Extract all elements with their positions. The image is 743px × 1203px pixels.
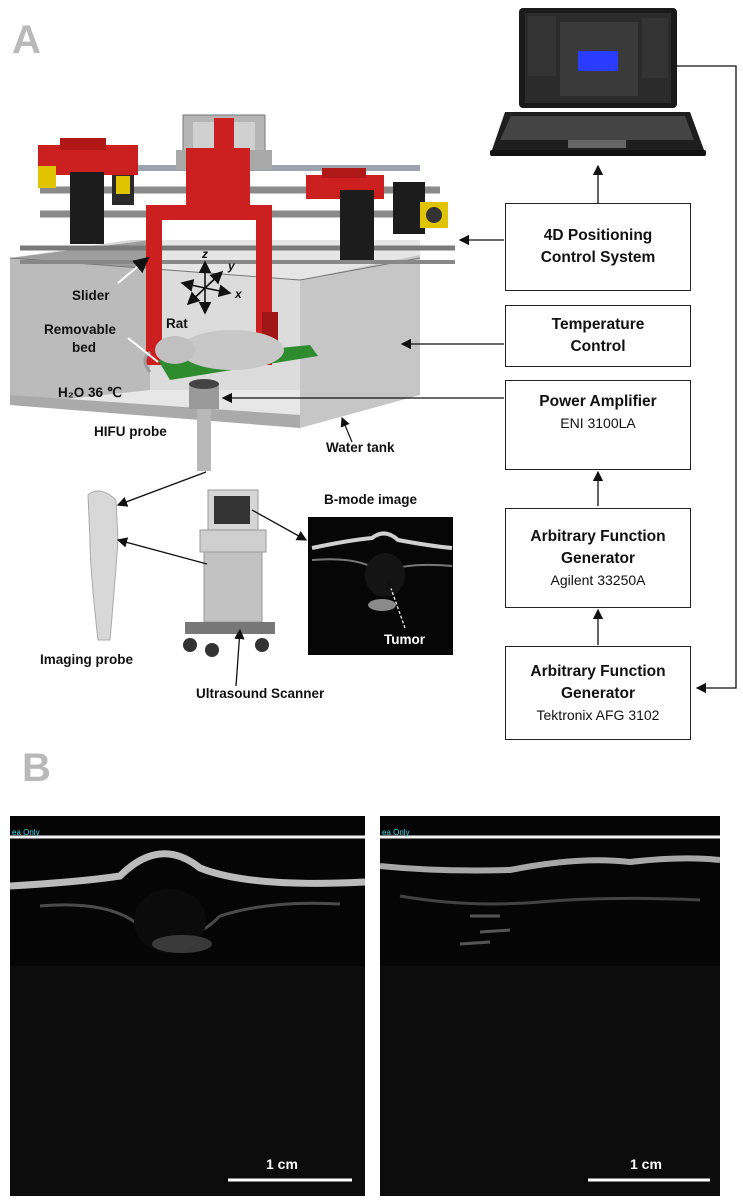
axis-x-label: x [234, 287, 243, 301]
positioning-line2: Control System [540, 249, 656, 266]
afg1-model: Agilent 33250A [550, 572, 646, 588]
laptop-icon [490, 8, 706, 156]
afg2-model: Tektronix AFG 3102 [536, 707, 660, 723]
amplifier-line1: Power Amplifier [539, 393, 657, 410]
ultrasound-scanner-icon [183, 489, 275, 657]
water-tank-label: Water tank [326, 440, 395, 455]
imaging-probe-label: Imaging probe [40, 652, 134, 667]
ultrasound-scanner-label: Ultrasound Scanner [196, 686, 325, 701]
right-corner-text: ea Only [382, 828, 410, 837]
slider-label: Slider [72, 288, 110, 303]
bed-label: bed [72, 340, 97, 355]
ultrasound-image-right: ea Only 1 cm [380, 816, 720, 1196]
right-scale-label: 1 cm [630, 1156, 662, 1172]
left-scale-label: 1 cm [266, 1156, 298, 1172]
rat-label: Rat [166, 316, 188, 331]
afg1-line2: Generator [560, 550, 636, 567]
agilent-afg-box: Arbitrary Function Generator Agilent 332… [505, 508, 691, 608]
afg1-line1: Arbitrary Function [530, 528, 666, 545]
amplifier-model: ENI 3100LA [560, 415, 636, 431]
removable-label: Removable [44, 322, 117, 337]
temperature-line1: Temperature [551, 316, 645, 333]
afg2-line2: Generator [560, 685, 636, 702]
power-amplifier-box: Power Amplifier ENI 3100LA [505, 380, 691, 470]
panel-label-a: A [12, 18, 41, 62]
positioning-line1: 4D Positioning [543, 227, 653, 244]
water-temp-label: H₂O 36 ℃ [58, 385, 122, 400]
axis-z-label: z [201, 247, 208, 261]
left-corner-text: ea Only [12, 828, 40, 837]
afg2-line1: Arbitrary Function [530, 663, 666, 680]
axis-y-label: y [227, 259, 236, 273]
panel-label-b: B [22, 746, 51, 790]
tumor-label: Tumor [384, 632, 425, 647]
temperature-control-box: Temperature Control [505, 305, 691, 367]
temperature-line2: Control [570, 338, 626, 355]
bmode-image-label: B-mode image [324, 492, 418, 507]
tektronix-afg-box: Arbitrary Function Generator Tektronix A… [505, 646, 691, 740]
apparatus-illustration: z y x [9, 8, 737, 694]
positioning-control-box: 4D Positioning Control System [505, 203, 691, 291]
hifu-probe-label: HIFU probe [94, 424, 167, 439]
screen-signal-icon [578, 51, 618, 71]
ultrasound-image-left: ea Only 1 cm [10, 816, 365, 1196]
